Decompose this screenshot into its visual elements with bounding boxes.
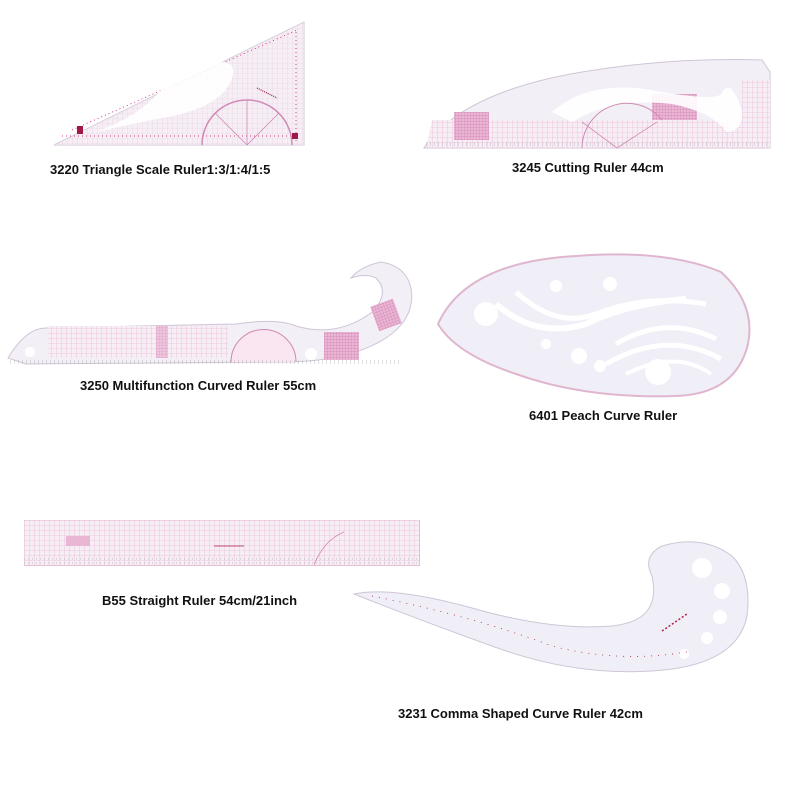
multifunction-curved-ruler-image [6,258,416,366]
product-label-3245: 3245 Cutting Ruler 44cm [512,160,664,175]
product-label-6401: 6401 Peach Curve Ruler [529,408,678,423]
cutting-ruler-image [422,52,774,150]
product-label-3250: 3250 Multifunction Curved Ruler 55cm [80,378,317,393]
triangle-scale-ruler-image [52,18,307,148]
comma-curve-ruler-image [352,536,762,676]
peach-curve-ruler-image [436,244,758,402]
product-label-3220: 3220 Triangle Scale Ruler1:3/1:4/1:5 [50,162,271,177]
product-label-B55: B55 Straight Ruler 54cm/21inch [102,593,298,608]
straight-ruler-image [24,520,420,566]
product-label-3231: 3231 Comma Shaped Curve Ruler 42cm [398,706,643,721]
